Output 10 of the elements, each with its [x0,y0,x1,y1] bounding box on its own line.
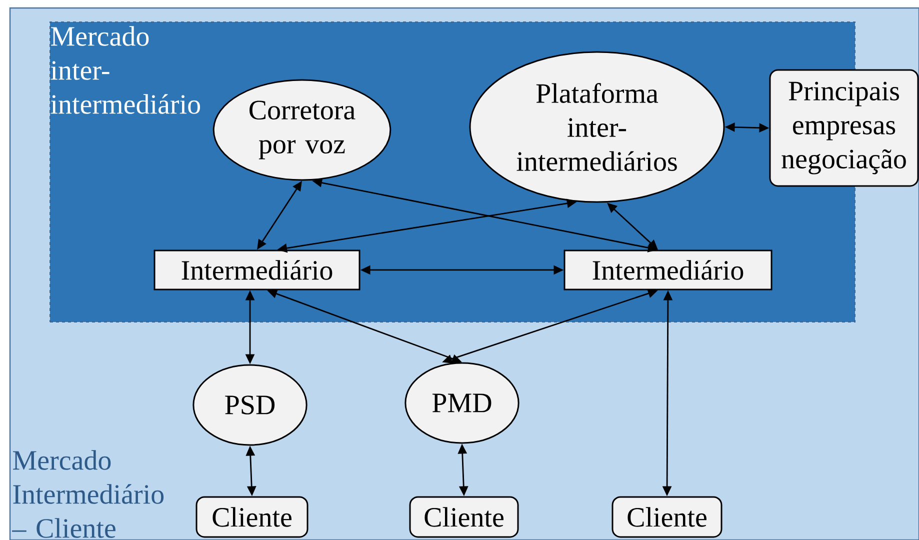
process-box: Cliente [612,496,722,538]
process-box: Cliente [409,496,519,538]
process-box: Cliente [196,496,308,538]
process-box: Intermediário [564,250,772,290]
process-box: Intermediário [154,250,360,290]
ellipse-node: Plataforma inter-intermediários [469,51,725,203]
ellipse-node: Corretora por voz [212,79,392,181]
ellipse-node: PSD [192,364,308,446]
process-box: Principais empresas negociação [769,69,919,187]
ellipse-node: PMD [404,362,520,444]
